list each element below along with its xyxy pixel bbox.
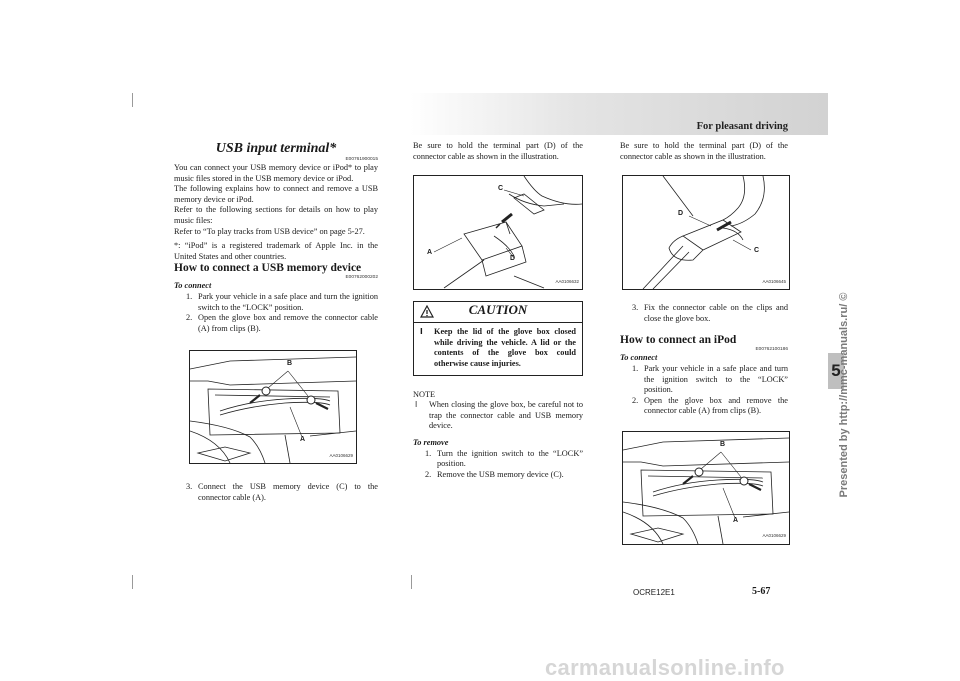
intro-paragraph: Be sure to hold the terminal part (D) of… [620, 141, 788, 161]
step-text: Remove the USB memory device (C). [437, 469, 564, 479]
caution-title: CAUTION [468, 302, 528, 318]
column-3: Be sure to hold the terminal part (D) of… [620, 141, 790, 545]
crop-mark [132, 575, 133, 589]
figure-code: AA0106632 [555, 278, 579, 284]
subheading-to-connect: To connect [620, 353, 658, 363]
label-c: C [754, 247, 760, 255]
steps-list: 1. Park your vehicle in a safe place and … [620, 364, 788, 417]
step-text: Park your vehicle in a safe place and tu… [198, 291, 378, 312]
figure-code: AA0106645 [762, 278, 786, 284]
usb-drawing [433, 176, 582, 289]
page-title: USB input terminal* [215, 141, 337, 156]
step-number: 2. [632, 395, 639, 405]
title-code: E00761900015 [345, 157, 378, 162]
step-number: 3. [632, 303, 639, 313]
glove-box-illustration: B A AA0106629 [189, 350, 357, 465]
label-d: D [510, 255, 516, 263]
caution-text: Keep the lid of the glove box closed whi… [434, 327, 576, 368]
warning-icon [420, 305, 434, 318]
list-item: 2. Open the glove box and remove the conn… [186, 313, 378, 334]
step-number: 2. [186, 313, 193, 323]
steps-list: 3. Fix the connector cable on the clips a… [620, 303, 788, 324]
steps-list: 1. Turn the ignition switch to the “LOCK”… [413, 449, 583, 481]
usb-connection-illustration: C A D AA0106632 [413, 175, 583, 291]
page-number: 5-67 [752, 586, 771, 597]
figure-code: AA0106629 [762, 533, 786, 539]
figure-code: AA0106629 [329, 452, 353, 458]
crop-mark [411, 575, 412, 589]
label-b: B [720, 440, 726, 448]
bullet-icon: l [420, 327, 423, 337]
crop-mark [132, 93, 133, 107]
list-item: 3. Fix the connector cable on the clips a… [632, 303, 788, 324]
steps-list: 3. Connect the USB memory device (C) to t… [174, 482, 378, 503]
list-item: 1. Turn the ignition switch to the “LOCK”… [425, 449, 583, 470]
step-number: 2. [425, 469, 432, 479]
column-1: USB input terminal* E00761900015 You can… [174, 141, 378, 504]
section-code: E00762100186 [755, 347, 788, 353]
bullet-icon: l [415, 400, 418, 410]
step-number: 3. [186, 482, 193, 492]
note-label: NOTE [413, 389, 436, 399]
label-a: A [733, 516, 739, 524]
step-number: 1. [186, 291, 193, 301]
step-text: Fix the connector cable on the clips and… [644, 303, 788, 323]
section-code: E00762000202 [345, 275, 378, 281]
step-text: Turn the ignition switch to the “LOCK” p… [437, 448, 583, 469]
list-item: 1. Park your vehicle in a safe place and … [186, 292, 378, 313]
label-d: D [678, 210, 684, 218]
note-text: When closing the glove box, be careful n… [429, 400, 583, 431]
label-b: B [287, 360, 293, 368]
list-item: 1. Park your vehicle in a safe place and … [632, 364, 788, 396]
caution-header: CAUTION [414, 302, 582, 324]
column-2: Be sure to hold the terminal part (D) of… [413, 141, 583, 480]
chapter-tab: 5 [828, 353, 844, 389]
step-number: 1. [632, 363, 639, 373]
terminal-hold-illustration: D C AA0106645 [622, 175, 790, 291]
intro-paragraph: You can connect your USB memory device o… [174, 163, 378, 183]
note-item: l When closing the glove box, be careful… [413, 400, 583, 432]
section-heading: How to connect an iPod [620, 334, 737, 347]
intro-paragraph: Refer to the following sections for deta… [174, 205, 378, 225]
glove-box-illustration: B A AA0106629 [622, 430, 790, 545]
footer-watermark: carmanualsonline.info [545, 655, 785, 680]
step-number: 1. [425, 448, 432, 458]
label-a: A [427, 249, 433, 257]
subheading-to-connect: To connect [174, 281, 212, 291]
terminal-drawing [642, 176, 765, 290]
steps-list: 1. Park your vehicle in a safe place and … [174, 292, 378, 334]
step-text: Open the glove box and remove the connec… [198, 313, 378, 333]
step-text: Connect the USB memory device (C) to the… [198, 482, 378, 502]
document-code: OCRE12E1 [633, 588, 675, 597]
intro-paragraph: Refer to “To play tracks from USB device… [174, 226, 365, 236]
list-item: 2. Open the glove box and remove the conn… [632, 396, 788, 417]
caution-body: l Keep the lid of the glove box closed w… [414, 323, 582, 374]
footnote: *: “iPod” is a registered trademark of A… [174, 241, 378, 261]
list-item: 2. Remove the USB memory device (C). [425, 470, 583, 481]
step-text: Park your vehicle in a safe place and tu… [644, 363, 788, 395]
step-text: Open the glove box and remove the connec… [644, 395, 788, 416]
subheading-to-remove: To remove [413, 437, 449, 447]
section-heading: How to connect a USB memory device [174, 262, 362, 275]
caution-box: CAUTION l Keep the lid of the glove box … [413, 301, 583, 376]
section-title: For pleasant driving [696, 121, 788, 132]
label-a: A [300, 436, 306, 444]
intro-paragraph: Be sure to hold the terminal part (D) of… [413, 141, 583, 161]
side-watermark-text: Presented by http://mmc-manuals.ru/ © [838, 292, 850, 498]
list-item: 3. Connect the USB memory device (C) to t… [186, 482, 378, 503]
glove-box-drawing [623, 437, 789, 544]
intro-paragraph: The following explains how to connect an… [174, 184, 378, 204]
header-bar [410, 93, 828, 135]
glove-box-drawing [190, 356, 356, 464]
label-c: C [498, 185, 504, 193]
